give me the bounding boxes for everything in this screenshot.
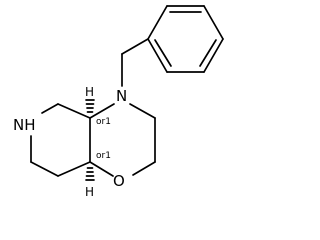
bond xyxy=(57,103,91,119)
oxygen-label: O xyxy=(113,172,125,190)
bond xyxy=(203,38,224,73)
bond xyxy=(89,103,115,119)
double-bond-inner xyxy=(199,39,217,67)
chemical-structure: N NH O H H or1 or1 xyxy=(13,5,224,199)
stereo-hydrogen-top-label: H xyxy=(85,85,94,99)
hashed-wedge-bottom xyxy=(85,167,95,181)
amine-nh-label: NH xyxy=(13,116,36,134)
bond xyxy=(89,161,114,177)
hashed-wedge-top xyxy=(85,99,95,113)
tertiary-nitrogen-label: N xyxy=(116,87,127,105)
bond xyxy=(30,161,59,177)
bond-ring-to-ch2 xyxy=(121,38,149,55)
bond xyxy=(129,103,156,119)
bond xyxy=(41,103,59,114)
bond xyxy=(57,161,91,177)
piperidine-ring xyxy=(30,103,91,177)
benzene-ring xyxy=(147,5,224,73)
double-bond-inner xyxy=(154,39,172,67)
bond xyxy=(203,5,224,40)
bond xyxy=(132,161,156,176)
stereo-descriptor-top: or1 xyxy=(96,117,111,127)
oxazine-ring xyxy=(89,103,156,177)
bond xyxy=(147,38,168,73)
stereo-hydrogen-bottom-label: H xyxy=(85,185,94,199)
bond xyxy=(147,5,168,40)
stereo-descriptor-bottom: or1 xyxy=(96,151,111,161)
